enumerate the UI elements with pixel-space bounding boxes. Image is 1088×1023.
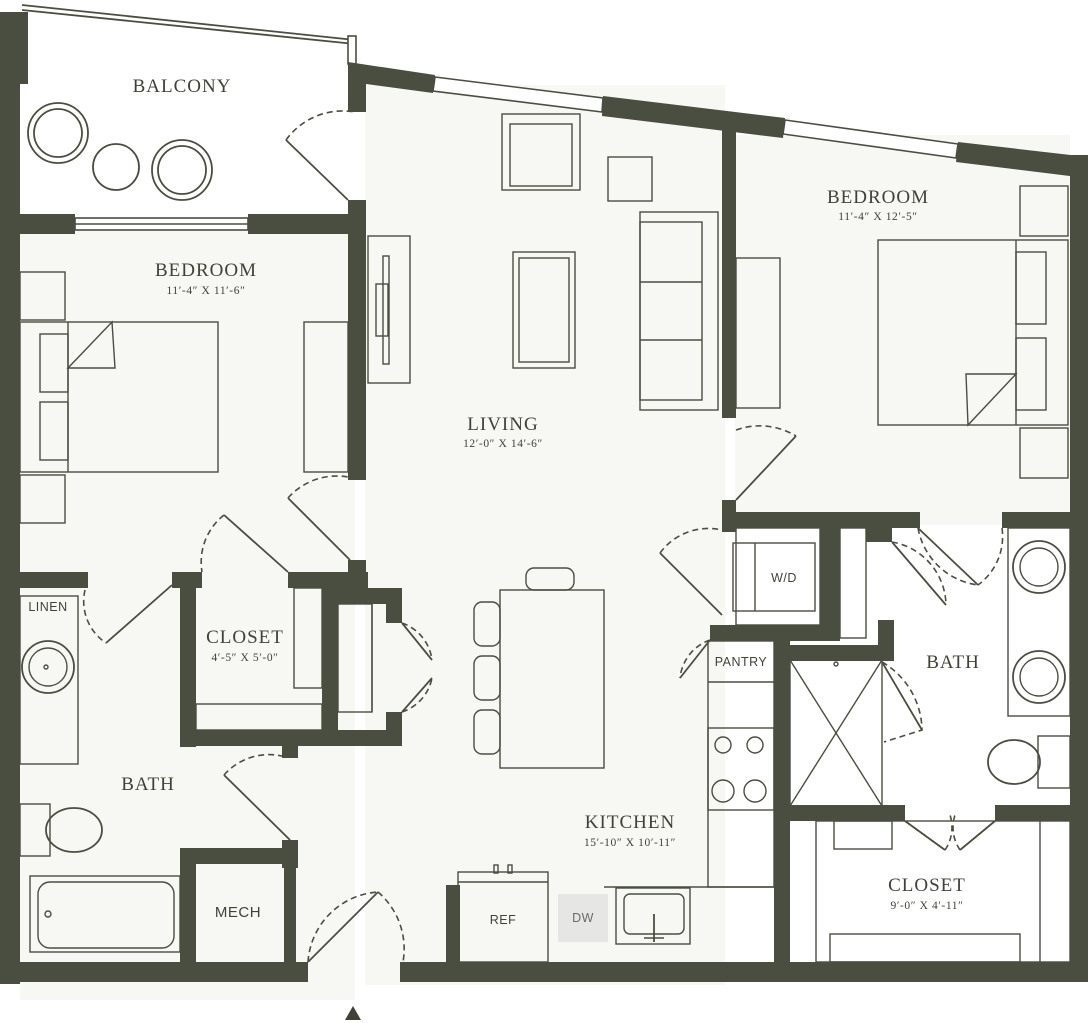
- washer-dryer-label: W/D: [771, 571, 797, 585]
- dining-set: [473, 567, 605, 769]
- right-bedroom-furniture: [877, 185, 1069, 479]
- pantry-label: PANTRY: [715, 655, 768, 669]
- left-bath-label: BATH: [121, 774, 175, 795]
- kitchen-fixtures: [457, 640, 775, 963]
- floor-surfaces: [20, 85, 1070, 1000]
- living-size: 12′-0″ X 14′-6″: [463, 438, 543, 450]
- left-bedroom-furniture: [19, 271, 349, 524]
- kitchen-label: KITCHEN: [585, 812, 675, 833]
- left-bedroom-label: BEDROOM: [155, 260, 257, 281]
- master-closet-shelving: [815, 820, 1071, 963]
- linen-label: LINEN: [28, 600, 67, 614]
- dishwasher-label: DW: [572, 911, 594, 925]
- door-swings: [82, 110, 1004, 963]
- washer-dryer: [732, 527, 821, 626]
- kitchen-size: 15′-10″ X 10′-11″: [584, 837, 676, 849]
- balcony-label: BALCONY: [133, 76, 232, 97]
- hall-closet-shelving: [195, 587, 373, 731]
- right-bedroom-size: 11′-4″ X 12′-5″: [838, 211, 917, 223]
- living-furniture: [367, 113, 781, 411]
- hall-closet-label: CLOSET: [206, 627, 284, 648]
- left-bedroom-size: 11′-4″ X 11′-6″: [167, 285, 246, 297]
- left-bath-fixtures: [19, 595, 181, 953]
- walls: [0, 12, 1088, 984]
- right-bath-label: BATH: [926, 652, 980, 673]
- right-bath-fixtures: [789, 527, 1071, 807]
- right-bedroom-label: BEDROOM: [827, 187, 929, 208]
- living-label: LIVING: [467, 414, 538, 435]
- hall-closet-size: 4′-5″ X 5′-0″: [211, 652, 278, 664]
- dishwasher-panel: [558, 894, 608, 942]
- refrigerator-label: REF: [490, 913, 517, 927]
- triangle-up-icon: [345, 1006, 361, 1020]
- windows: [74, 76, 959, 231]
- master-closet-label: CLOSET: [888, 875, 966, 896]
- mech-label: MECH: [215, 904, 261, 921]
- master-closet-size: 9′-0″ X 4′-11″: [890, 900, 963, 912]
- balcony-area: [21, 4, 357, 201]
